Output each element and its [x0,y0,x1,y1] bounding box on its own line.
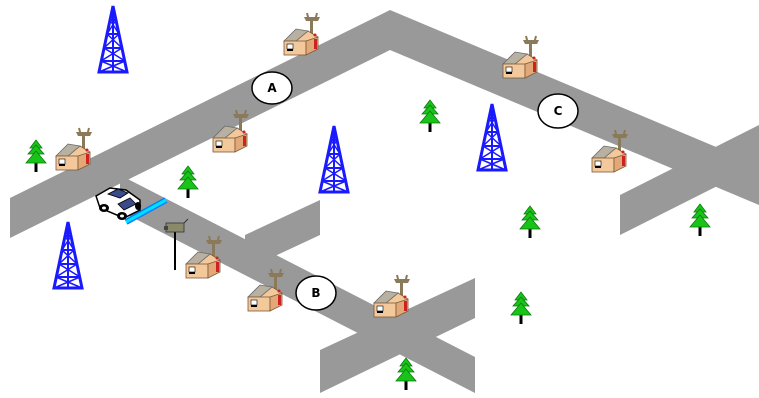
pine-tree-icon [177,165,199,199]
road-right-cross [620,125,759,235]
road-upper-left [10,10,390,238]
car-icon [95,187,141,220]
pine-tree-icon [689,203,711,237]
house-with-antenna-icon [283,12,321,56]
road-sensor-icon [124,197,168,225]
svg-text:A: A [267,81,277,95]
pine-tree-icon [25,139,47,173]
radio-tower-icon [97,4,129,74]
house-with-antenna-icon [373,274,411,318]
radio-tower-icon [318,124,350,194]
road-lower-left [120,175,475,393]
house-with-antenna-icon [55,127,93,171]
radio-tower-icon [52,220,84,290]
road-lower-cross [320,278,475,393]
svg-text:B: B [311,286,320,300]
pine-tree-icon [395,357,417,391]
label-a: A [251,71,293,105]
pine-tree-icon [419,99,441,133]
label-b: B [295,275,337,311]
pine-tree-icon [519,205,541,239]
radio-tower-icon [476,102,508,172]
house-with-antenna-icon [502,35,540,79]
svg-text:C: C [554,104,563,118]
road-stub [245,200,320,270]
label-c: C [537,93,579,129]
pine-tree-icon [510,291,532,325]
roadside-camera-icon [164,218,189,270]
